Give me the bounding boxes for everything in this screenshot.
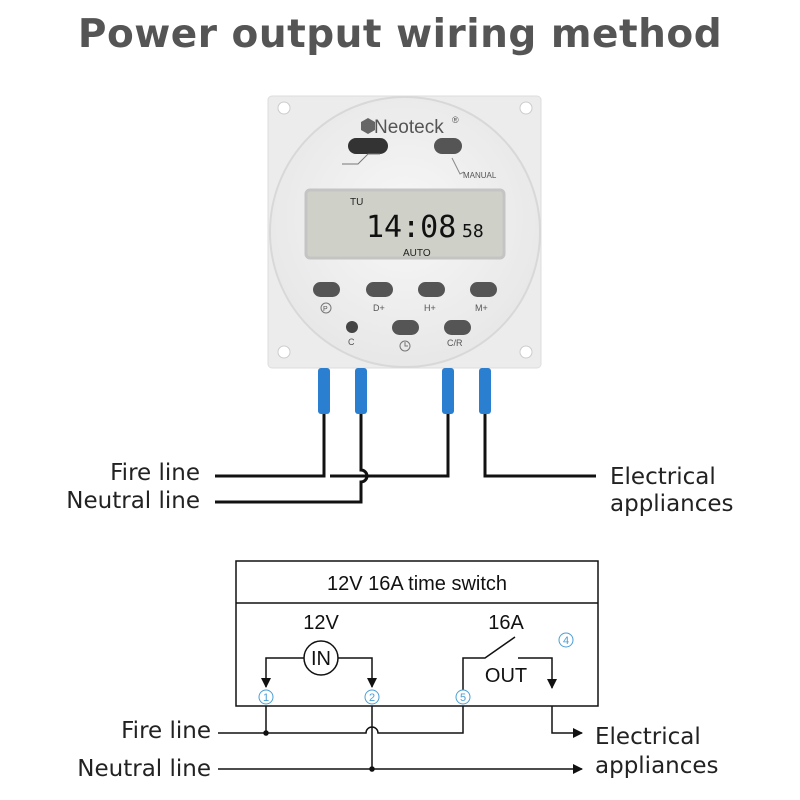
page-title: Power output wiring method bbox=[77, 12, 723, 57]
clear-button[interactable] bbox=[346, 321, 358, 333]
output-current-label: 16A bbox=[488, 612, 524, 634]
mount-hole-icon bbox=[277, 101, 291, 115]
schematic-appliances-label: Electrical bbox=[595, 724, 701, 750]
brand-logo: Neoteck ® bbox=[361, 115, 459, 138]
program-label: P bbox=[323, 306, 328, 313]
schematic-neutral-line-label: Neutral line bbox=[77, 756, 211, 782]
appliances-label-2: appliances bbox=[610, 491, 734, 517]
mount-hole-icon bbox=[519, 345, 533, 359]
day-plus-button[interactable] bbox=[366, 282, 393, 297]
display-day: TU bbox=[350, 197, 363, 208]
hour-plus-button[interactable] bbox=[418, 282, 445, 297]
terminal-5-number: 5 bbox=[460, 692, 466, 704]
input-voltage-label: 12V bbox=[303, 612, 339, 634]
display-mode: AUTO bbox=[403, 248, 431, 259]
terminal-connectors bbox=[318, 368, 491, 414]
clock-button[interactable] bbox=[392, 320, 419, 335]
wires bbox=[215, 414, 596, 504]
svg-text:®: ® bbox=[452, 115, 459, 125]
svg-text:Neoteck: Neoteck bbox=[374, 117, 444, 138]
schematic-header: 12V 16A time switch bbox=[327, 573, 507, 595]
lcd-display bbox=[304, 188, 506, 260]
hand-press-icon bbox=[451, 157, 465, 175]
terminal-1-number: 1 bbox=[263, 692, 269, 704]
hour-plus-label: H+ bbox=[424, 303, 436, 313]
clock-icon bbox=[399, 340, 411, 352]
output-label: OUT bbox=[485, 665, 527, 687]
terminal-2-number: 2 bbox=[369, 692, 375, 704]
button-row: P D+ H+ M+ C C/R bbox=[313, 282, 497, 352]
program-switch-button[interactable] bbox=[348, 138, 388, 154]
schematic-appliances-label-2: appliances bbox=[595, 753, 719, 779]
mount-hole-icon bbox=[277, 345, 291, 359]
display-seconds: 58 bbox=[462, 221, 484, 242]
manual-button[interactable] bbox=[434, 138, 462, 154]
schematic bbox=[218, 560, 599, 774]
clear-label: C bbox=[348, 337, 355, 347]
input-label: IN bbox=[311, 648, 331, 670]
mount-hole-icon bbox=[519, 101, 533, 115]
fire-line-label: Fire line bbox=[110, 460, 200, 486]
program-button[interactable] bbox=[313, 282, 340, 297]
display-time: 14:08 bbox=[366, 210, 456, 245]
terminal-4-number: 4 bbox=[563, 635, 569, 647]
timer-device: Neoteck ® MANUAL TU 14:08 58 AUTO P D+ H… bbox=[267, 95, 542, 369]
manual-label: MANUAL bbox=[463, 171, 497, 180]
switch-symbol-icon bbox=[342, 153, 380, 165]
neutral-line-label: Neutral line bbox=[66, 488, 200, 514]
cancel-recall-label: C/R bbox=[447, 338, 463, 348]
cancel-recall-button[interactable] bbox=[444, 320, 471, 335]
appliances-label: Electrical bbox=[610, 464, 716, 490]
day-plus-label: D+ bbox=[373, 303, 385, 313]
schematic-fire-line-label: Fire line bbox=[121, 718, 211, 744]
minute-plus-button[interactable] bbox=[470, 282, 497, 297]
minute-plus-label: M+ bbox=[475, 303, 488, 313]
